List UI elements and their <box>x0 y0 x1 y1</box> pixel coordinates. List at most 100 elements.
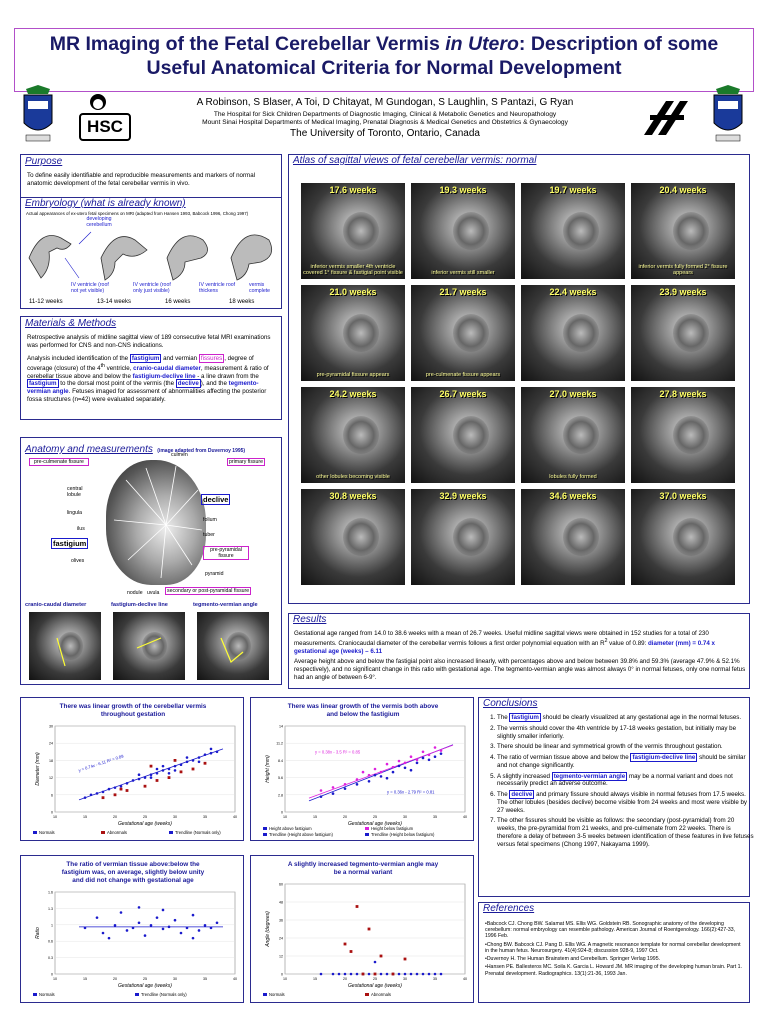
x-tick-label: 35 <box>433 977 437 981</box>
measure-title-fdl: fastigium-declive line <box>111 602 168 608</box>
x-tick-label: 25 <box>143 977 147 981</box>
methods-fissures: fissures <box>198 354 225 363</box>
data-point <box>149 764 153 768</box>
data-point <box>203 761 207 765</box>
data-point <box>203 924 207 927</box>
data-point <box>367 972 371 976</box>
embryology-diagram <box>28 231 273 281</box>
conclusion-text: A slightly increased <box>497 772 552 780</box>
data-point <box>185 756 189 759</box>
data-point <box>415 972 419 976</box>
methods-declive: declive <box>175 379 201 389</box>
data-point <box>355 783 359 786</box>
university: The University of Toronto, Ontario, Cana… <box>290 128 480 139</box>
data-point <box>179 763 183 766</box>
x-tick-label: 10 <box>283 977 287 981</box>
embryology-age-2: 13-14 weeks <box>97 299 132 305</box>
y-tick-label: 12 <box>49 776 53 780</box>
x-tick-label: 25 <box>373 815 377 819</box>
atlas-week-label: 27.8 weeks <box>659 389 707 399</box>
label-developing-cerebellum: developing cerebellum <box>86 216 112 228</box>
measure-overlays <box>56 637 244 667</box>
title-part-c: : Description of some <box>518 33 719 55</box>
x-tick-label: 10 <box>53 977 57 981</box>
title-part-b: in Utero <box>445 33 519 55</box>
data-point <box>137 921 141 925</box>
y-tick-label: 0.6 <box>48 940 53 944</box>
conclusion-item: The fastigium should be clearly visualiz… <box>497 713 755 722</box>
data-point <box>203 753 207 756</box>
anatomy-label-pre-culmenate: pre-culmenate fissure <box>29 458 89 466</box>
data-point <box>331 786 335 789</box>
affiliation-2: Mount Sinai Hospital Departments of Medi… <box>202 119 568 126</box>
atlas-caption: pre-pyramidal fissure appears <box>316 372 390 378</box>
reference-item: •Babcock CJ. Chong BW. Salamat MS. Ellis… <box>485 921 736 940</box>
conclusion-item: The declive and primary fissure should a… <box>497 790 755 814</box>
conclusions-title: Conclusions <box>483 698 538 709</box>
data-point <box>367 773 371 777</box>
anatomy-title: Anatomy and measurements <box>25 444 153 455</box>
data-point <box>433 972 437 976</box>
title-line-2: Useful Anatomical Criteria for Normal De… <box>146 57 622 79</box>
graph-panel-4: A slightly increased tegmento-vermian an… <box>250 855 474 1003</box>
atlas-caption: pre-culmenate fissure appears <box>425 372 501 378</box>
conclusion-text: should be similar and not change signifi… <box>497 754 746 769</box>
data-point <box>89 793 93 797</box>
x-tick-label: 25 <box>373 977 377 981</box>
label-vermis-complete: vermis complete <box>249 282 271 294</box>
y-tick-label: 1.6 <box>48 891 53 895</box>
data-point <box>191 767 195 771</box>
atlas-image: 21.0 weeks pre-pyramidal fissure appears <box>301 285 405 381</box>
methods-p1: Retrospective analysis of midline sagitt… <box>27 334 271 349</box>
graph-panel-2: There was linear growth of the vermis bo… <box>250 697 474 841</box>
atlas-image: 37.0 weeks <box>631 489 735 585</box>
legend-label: Abnormals <box>107 830 127 835</box>
x-tick-label: 30 <box>173 977 177 981</box>
atlas-week-label: 19.3 weeks <box>439 185 487 195</box>
data-point <box>119 787 123 791</box>
data-point <box>149 776 153 779</box>
y-tick-label: 11.2 <box>276 742 283 746</box>
x-tick-label: 40 <box>463 977 467 981</box>
x-axis-label: Gestational age (weeks) <box>348 983 402 989</box>
data-point <box>131 926 135 930</box>
y-tick-label: 5.6 <box>278 776 283 780</box>
methods-ccd: cranio-caudal diameter <box>133 364 201 372</box>
data-point <box>439 749 443 752</box>
data-point <box>403 761 407 765</box>
conclusion-item: A slightly increased tegmento-vermian an… <box>497 771 755 789</box>
data-point <box>191 936 195 940</box>
anatomy-label-prepyramidal: pre-pyramidal fissure <box>203 546 249 560</box>
atlas-week-label: 23.9 weeks <box>659 287 707 297</box>
legend-label: Trendline (Height above fastigium) <box>269 832 333 837</box>
data-point <box>397 764 401 768</box>
results-equation: diameter (mm) = 0.74 x gestational age (… <box>294 639 715 655</box>
measure-title-tva: tegmento-vermian angle <box>193 602 258 608</box>
data-point <box>427 972 431 976</box>
data-point <box>373 972 377 976</box>
y-tick-label: 60 <box>279 883 283 887</box>
y-tick-label: 0 <box>281 811 283 815</box>
measure-image-ccd <box>29 612 101 680</box>
data-point <box>343 787 347 790</box>
atlas-image: 32.9 weeks <box>411 489 515 585</box>
data-point <box>167 925 171 929</box>
atlas-caption: inferior vermis fully formed 2° fissure … <box>638 264 728 276</box>
data-point <box>337 972 341 976</box>
reference-item: •Chong BW. Babcock CJ. Pang D. Ellis WG.… <box>485 941 741 954</box>
results-p1: Gestational age ranged from 14.0 to 38.6… <box>294 630 746 655</box>
data-point <box>209 926 213 930</box>
purpose-panel: Purpose To define easily identifiable an… <box>20 154 282 198</box>
hsc-logo: HSC <box>76 92 134 142</box>
y-tick-label: 36 <box>279 919 283 923</box>
conclusion-text: The <box>497 714 510 721</box>
anatomy-label-pyramid: pyramid <box>205 571 224 577</box>
y-tick-label: 0 <box>281 973 283 977</box>
x-tick-label: 25 <box>143 815 147 819</box>
data-point <box>191 759 195 762</box>
y-tick-label: 18 <box>49 759 53 763</box>
atlas-week-label: 21.0 weeks <box>329 287 377 297</box>
results-p1a: Gestational age ranged from 14.0 to 38.6… <box>294 630 709 647</box>
data-point <box>433 755 437 759</box>
embryology-note: Actual appearances of ex-utero fetal spe… <box>26 211 249 216</box>
